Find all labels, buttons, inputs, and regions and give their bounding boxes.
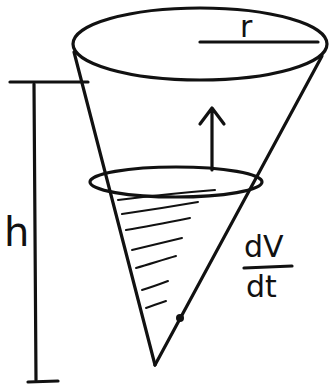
radius-label: r	[240, 12, 252, 42]
height-label: h	[4, 212, 29, 252]
dot	[176, 314, 184, 322]
cone-side	[155, 56, 322, 365]
height-tick	[10, 80, 88, 83]
cone-side	[74, 52, 155, 365]
rate-denominator: dt	[246, 272, 277, 302]
water-hatching	[118, 190, 215, 308]
rising-arrow	[200, 108, 224, 170]
fraction-bar	[244, 266, 292, 268]
cone-rim	[73, 8, 327, 80]
height-line	[34, 84, 36, 380]
radius-line	[200, 40, 318, 43]
height-tick	[28, 381, 58, 382]
rate-numerator: dV	[244, 232, 284, 262]
